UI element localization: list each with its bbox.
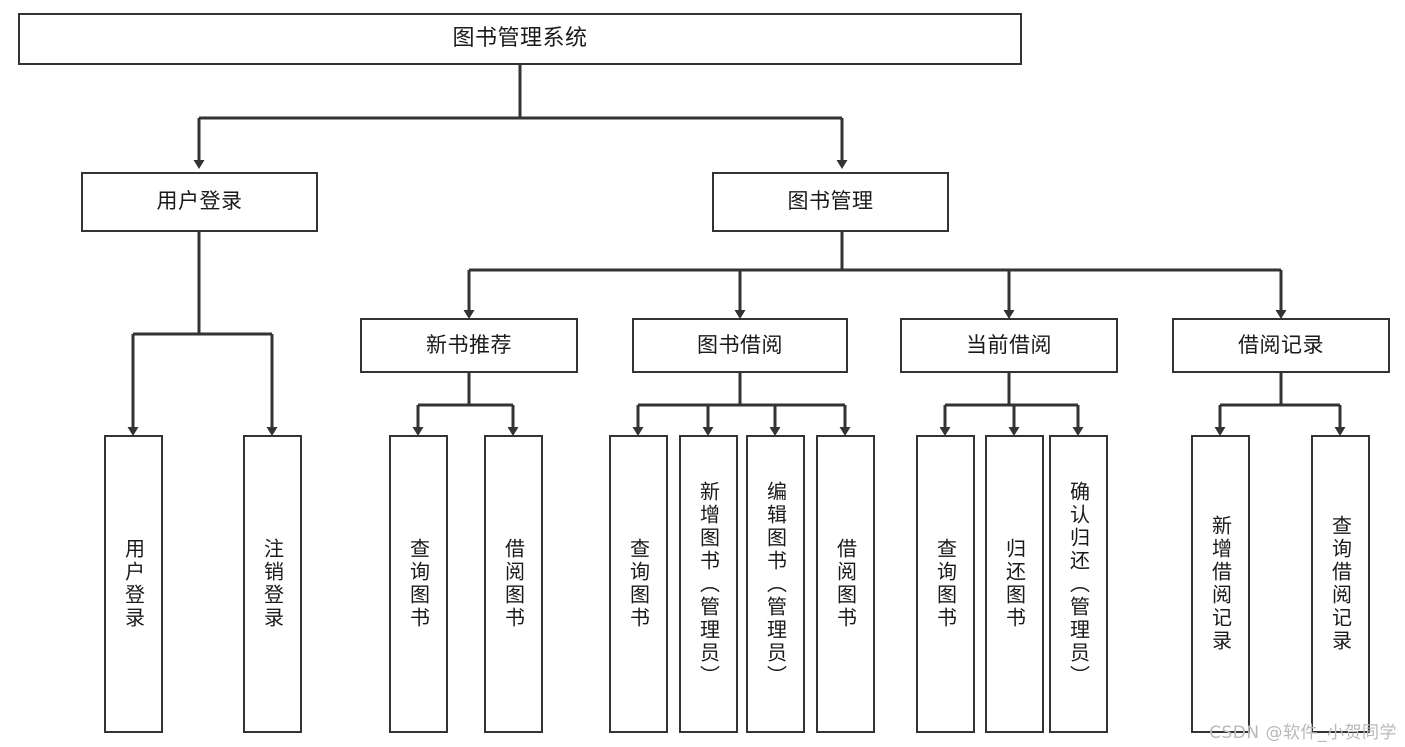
node-root-label: 图书管理系统	[452, 25, 588, 51]
node-leaf-user-logout-label: 注销登录	[260, 538, 285, 630]
node-leaf-add-book-label: 新增图书（管理员）	[696, 480, 721, 688]
node-leaf-query-record[interactable]: 查询借阅记录	[1311, 435, 1370, 733]
node-leaf-add-book[interactable]: 新增图书（管理员）	[679, 435, 738, 733]
node-current-borrow[interactable]: 当前借阅	[900, 318, 1118, 373]
node-leaf-add-record-label: 新增借阅记录	[1208, 515, 1233, 653]
node-leaf-return-book-label: 归还图书	[1002, 538, 1027, 630]
node-leaf-query-book-2[interactable]: 查询图书	[609, 435, 668, 733]
node-leaf-user-login[interactable]: 用户登录	[104, 435, 163, 733]
node-leaf-return-book[interactable]: 归还图书	[985, 435, 1044, 733]
node-leaf-confirm-return-label: 确认归还（管理员）	[1066, 480, 1091, 688]
node-leaf-query-book-2-label: 查询图书	[626, 538, 651, 630]
node-leaf-borrow-book-2-label: 借阅图书	[833, 538, 858, 630]
node-borrow-record[interactable]: 借阅记录	[1172, 318, 1390, 373]
node-book-borrow[interactable]: 图书借阅	[632, 318, 848, 373]
node-book-manage-label: 图书管理	[787, 189, 874, 214]
node-leaf-borrow-book-2[interactable]: 借阅图书	[816, 435, 875, 733]
node-leaf-confirm-return[interactable]: 确认归还（管理员）	[1049, 435, 1108, 733]
node-leaf-borrow-book-1[interactable]: 借阅图书	[484, 435, 543, 733]
node-book-borrow-label: 图书借阅	[697, 332, 783, 357]
node-leaf-borrow-book-1-label: 借阅图书	[501, 538, 526, 630]
node-leaf-query-book-1[interactable]: 查询图书	[389, 435, 448, 733]
node-borrow-record-label: 借阅记录	[1238, 332, 1324, 357]
node-user-login[interactable]: 用户登录	[81, 172, 318, 232]
node-root[interactable]: 图书管理系统	[18, 13, 1022, 65]
node-book-manage[interactable]: 图书管理	[712, 172, 949, 232]
node-leaf-add-record[interactable]: 新增借阅记录	[1191, 435, 1250, 733]
watermark: CSDN @软件_小贺同学	[1209, 723, 1397, 743]
node-leaf-user-logout[interactable]: 注销登录	[243, 435, 302, 733]
node-user-login-label: 用户登录	[156, 189, 243, 214]
node-leaf-query-record-label: 查询借阅记录	[1328, 515, 1353, 653]
node-new-book-rec-label: 新书推荐	[426, 332, 512, 357]
node-leaf-query-book-3[interactable]: 查询图书	[916, 435, 975, 733]
node-leaf-query-book-3-label: 查询图书	[933, 538, 958, 630]
node-leaf-edit-book[interactable]: 编辑图书（管理员）	[746, 435, 805, 733]
node-leaf-edit-book-label: 编辑图书（管理员）	[763, 480, 788, 688]
node-current-borrow-label: 当前借阅	[966, 332, 1052, 357]
node-leaf-user-login-label: 用户登录	[121, 538, 146, 630]
node-new-book-rec[interactable]: 新书推荐	[360, 318, 578, 373]
node-leaf-query-book-1-label: 查询图书	[406, 538, 431, 630]
